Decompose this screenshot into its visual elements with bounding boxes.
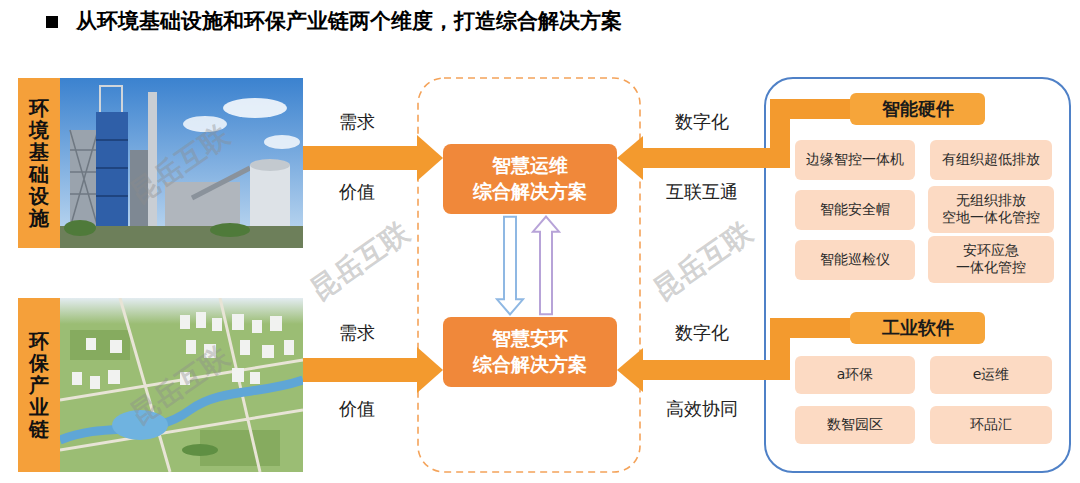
flow-arrow xyxy=(497,217,523,315)
node-text: 边缘智控一体机 xyxy=(806,151,904,169)
node-text: 智能巡检仪 xyxy=(820,251,890,269)
arrow-body xyxy=(303,358,418,382)
node-text: 数智园区 xyxy=(827,416,883,434)
product-group-frame xyxy=(765,78,1070,472)
node-text: 有组织超低排放 xyxy=(942,151,1040,169)
arrow-label: 需求 xyxy=(339,322,375,344)
solution-box: 智慧运维 综合解决方案 xyxy=(443,144,617,213)
arrow-label: 价值 xyxy=(339,181,375,203)
arrow-head xyxy=(417,135,443,181)
product-box: 数智园区 xyxy=(795,406,915,444)
arrow-head xyxy=(617,348,643,392)
arrow-label: 价值 xyxy=(339,398,375,420)
watermark: 昆岳互联 xyxy=(123,338,237,433)
product-box: 智能巡检仪 xyxy=(795,240,915,280)
category-header: 工业软件 xyxy=(850,312,985,344)
node-text: 环品汇 xyxy=(970,416,1012,434)
watermark: 昆岳互联 xyxy=(303,214,417,309)
flow-arrow xyxy=(533,217,559,315)
product-box: 安环应急 一体化管控 xyxy=(928,236,1054,283)
product-box: 有组织超低排放 xyxy=(930,140,1052,180)
hollow-arrow xyxy=(497,217,523,315)
arrow-head xyxy=(617,136,643,180)
node-text: 工业软件 xyxy=(882,317,954,339)
arrow-label: 数字化 xyxy=(675,111,729,133)
node-text: 环保产业链 xyxy=(29,330,49,440)
diagram-title: 从环境基础设施和环保产业链两个维度，打造综合解决方案 xyxy=(76,8,622,35)
node-text: a环保 xyxy=(837,366,874,384)
product-box: 边缘智控一体机 xyxy=(795,140,915,180)
flow-arrow xyxy=(303,347,443,393)
arrow-label: 互联互通 xyxy=(666,181,738,203)
watermark: 昆岳互联 xyxy=(123,117,237,212)
title-bullet xyxy=(46,16,58,28)
product-box: e运维 xyxy=(930,356,1052,394)
arrow-label: 需求 xyxy=(339,111,375,133)
node-text: e运维 xyxy=(973,366,1010,384)
watermark: 昆岳互联 xyxy=(646,214,760,309)
product-box: 环品汇 xyxy=(930,406,1052,444)
node-text: 智慧运维 综合解决方案 xyxy=(453,153,607,204)
category-header: 智能硬件 xyxy=(850,93,985,125)
arrow-label: 数字化 xyxy=(675,322,729,344)
solution-box: 智慧安环 综合解决方案 xyxy=(443,317,617,386)
arrow-body xyxy=(303,146,418,170)
product-box: 无组织排放 空地一体化管控 xyxy=(928,186,1054,233)
node-text: 无组织排放 空地一体化管控 xyxy=(934,192,1048,227)
hollow-arrow xyxy=(533,217,559,315)
node-text: 安环应急 一体化管控 xyxy=(934,242,1048,277)
arrow-head xyxy=(417,347,443,393)
dashed-group-frame xyxy=(418,78,640,472)
flow-arrow xyxy=(303,135,443,181)
product-box: 智能安全帽 xyxy=(795,190,915,230)
node-text: 环境基础设施 xyxy=(29,97,49,229)
product-box: a环保 xyxy=(795,356,915,394)
node-text: 智慧安环 综合解决方案 xyxy=(453,326,607,377)
node-text: 智能安全帽 xyxy=(820,201,890,219)
node-text: 智能硬件 xyxy=(882,98,954,120)
arrow-label: 高效协同 xyxy=(666,398,738,420)
